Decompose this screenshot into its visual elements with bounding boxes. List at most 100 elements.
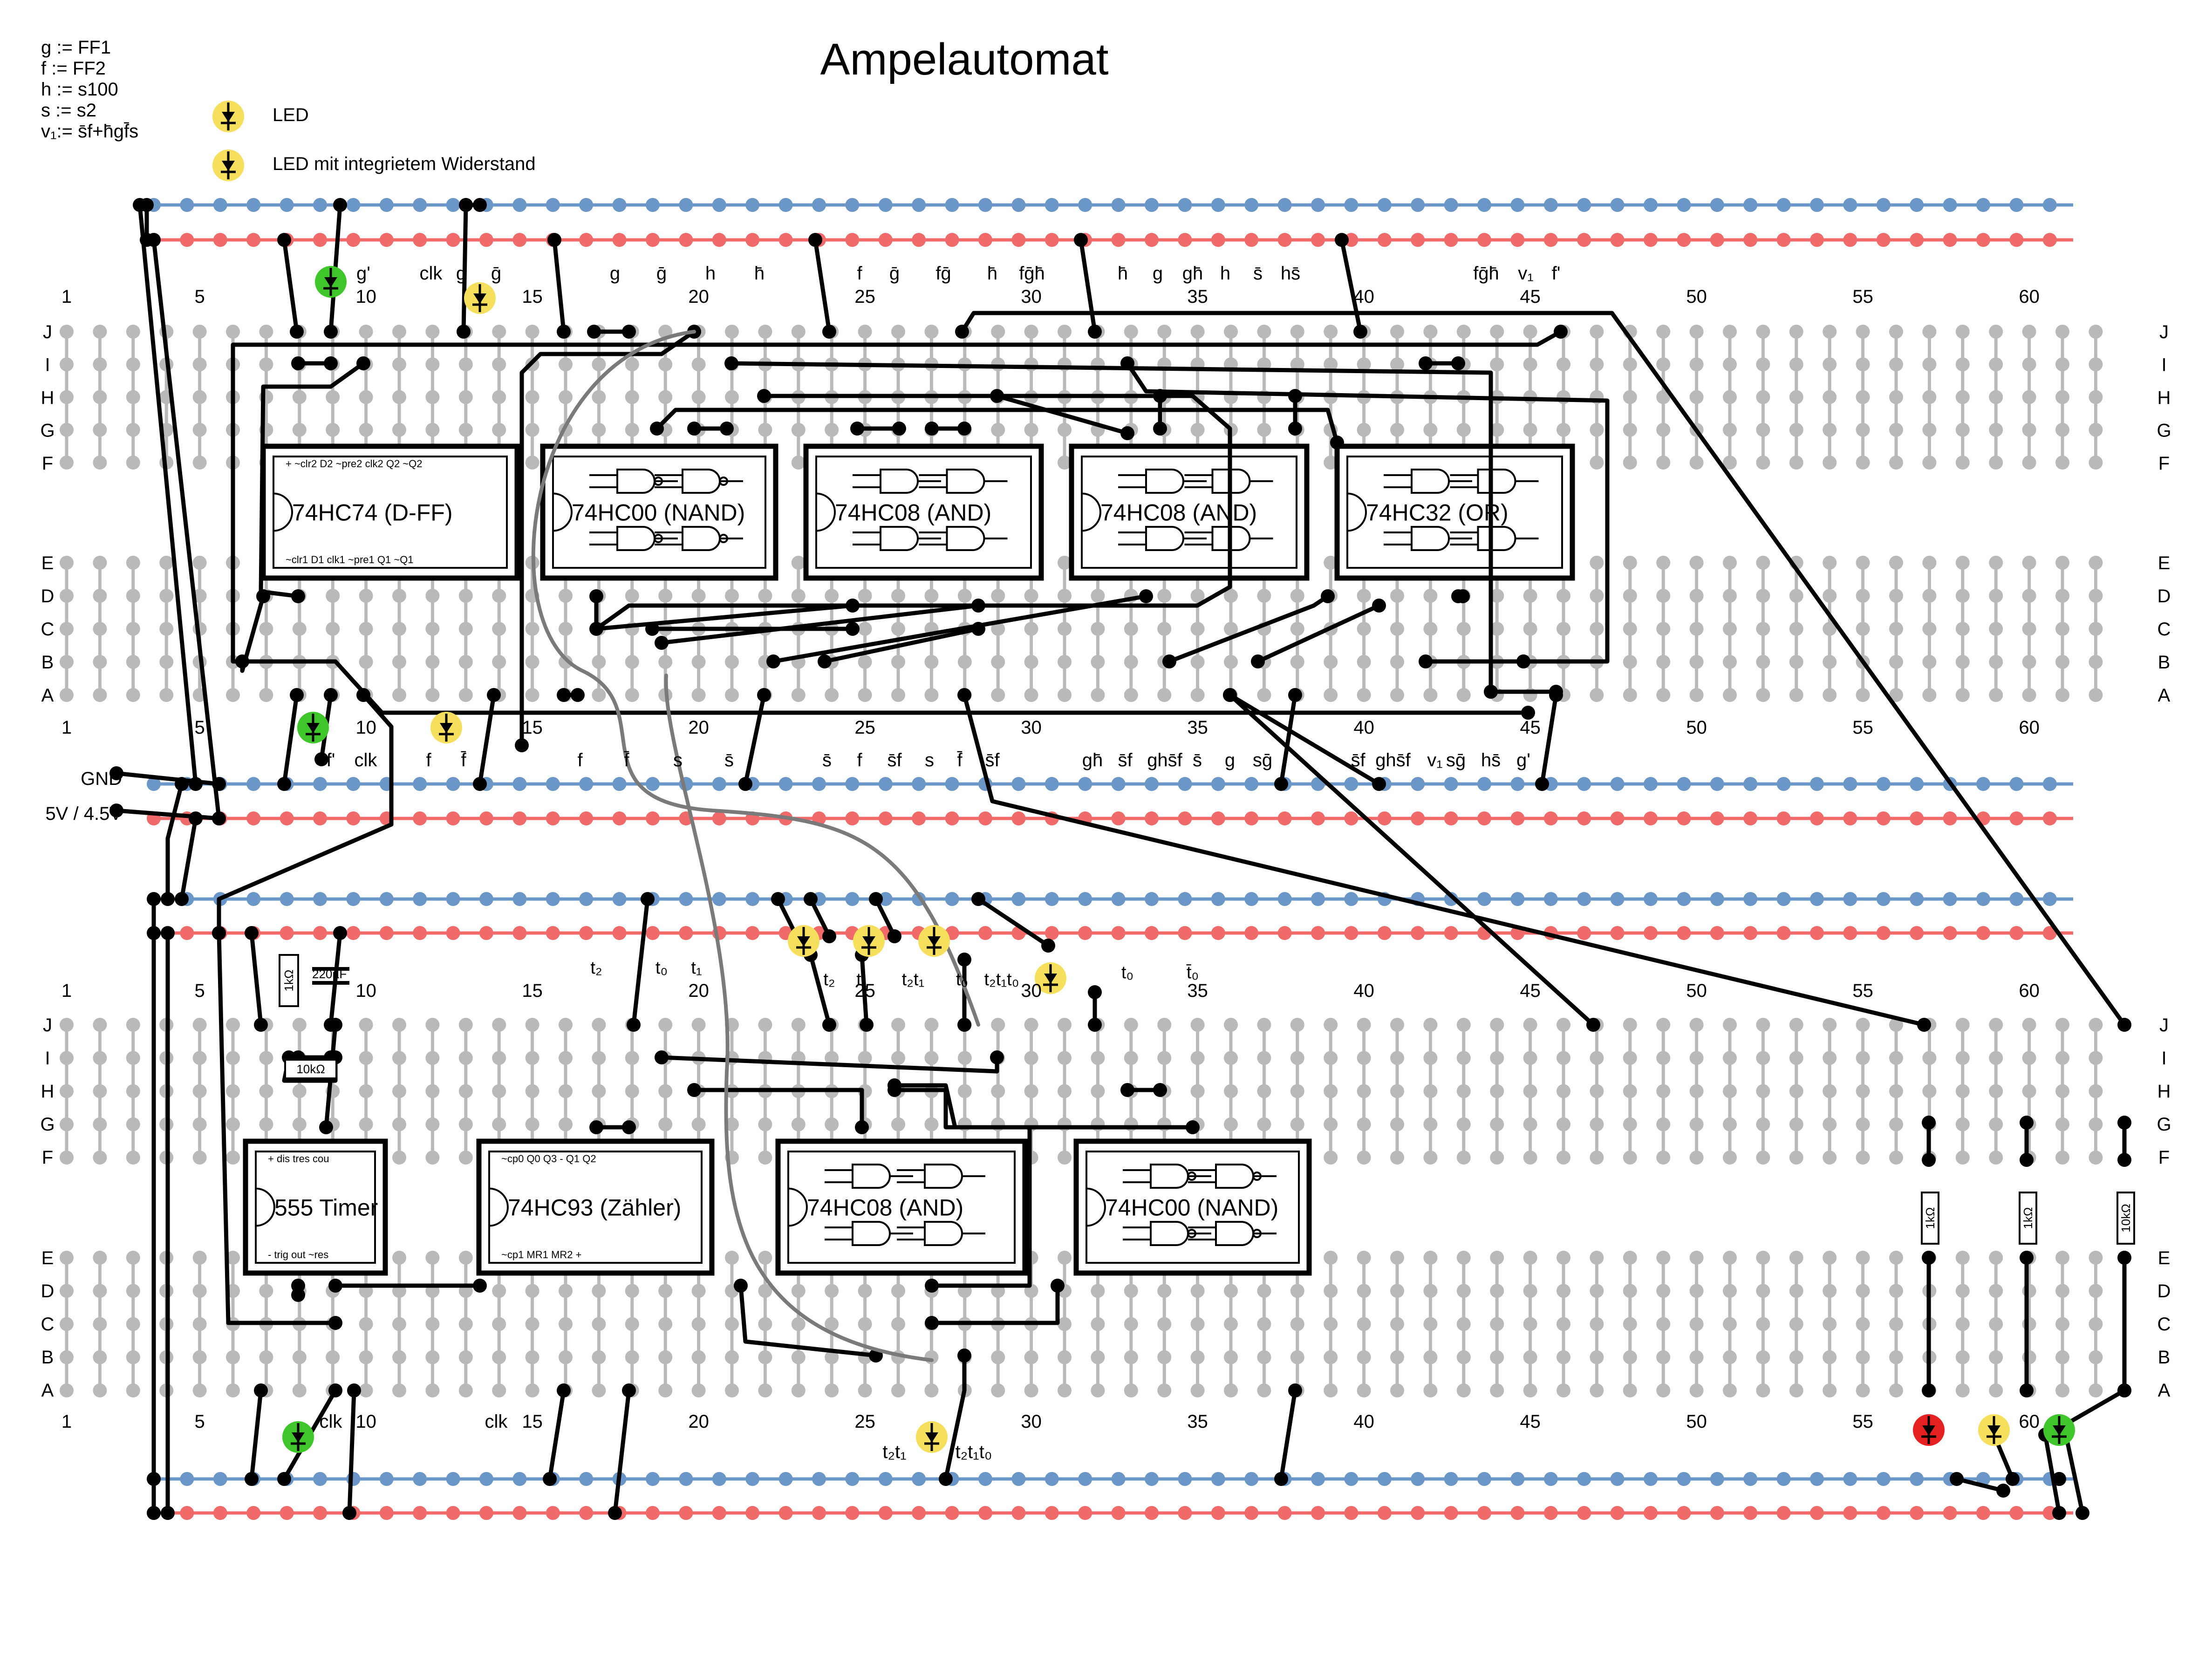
hole — [1257, 1117, 1271, 1131]
hole — [891, 589, 905, 603]
row-label: H — [2157, 388, 2171, 408]
hole — [1357, 1084, 1371, 1098]
signal-label: hs̄ — [1281, 263, 1300, 284]
rail-hole — [1577, 1506, 1591, 1520]
column-number: 5 — [194, 1411, 205, 1432]
row-label: B — [2158, 1347, 2171, 1368]
hole — [93, 325, 107, 339]
hole — [1955, 1317, 1970, 1331]
rail-hole — [246, 777, 261, 791]
signal-label: ḡ — [491, 263, 501, 284]
rail-hole — [1577, 1472, 1591, 1486]
hole — [1823, 1317, 1837, 1331]
hole — [425, 1084, 440, 1098]
wire-end — [161, 926, 175, 940]
rail-hole — [546, 926, 560, 940]
rail-hole — [878, 1506, 893, 1520]
wire — [929, 1283, 1060, 1325]
hole — [1789, 589, 1803, 603]
hole — [60, 622, 74, 636]
hole — [1224, 1317, 1238, 1331]
hole — [259, 622, 273, 636]
hole — [1357, 1317, 1371, 1331]
hole — [658, 390, 673, 404]
hole — [1058, 456, 1072, 470]
rail-hole — [1876, 198, 1891, 212]
hole — [1390, 1350, 1404, 1364]
wire-end — [457, 325, 471, 339]
hole — [1856, 390, 1870, 404]
hole — [60, 1383, 74, 1397]
rail-hole — [1577, 777, 1591, 791]
hole — [60, 1317, 74, 1331]
hole — [1922, 589, 1937, 603]
hole — [1124, 688, 1138, 702]
hole — [1557, 390, 1570, 404]
signal-label: t₁ — [856, 970, 867, 989]
rail-hole — [1178, 198, 1192, 212]
hole — [1324, 357, 1338, 372]
hole — [1324, 556, 1338, 570]
rail-hole — [213, 1472, 227, 1486]
hole — [525, 325, 539, 339]
hole — [292, 1117, 307, 1131]
rail-hole — [1444, 892, 1458, 906]
hole — [1756, 622, 1770, 636]
column-number: 40 — [1353, 717, 1374, 738]
hole — [1224, 589, 1238, 603]
hole — [924, 1383, 939, 1397]
rail-hole — [479, 926, 493, 940]
rail-hole — [1444, 777, 1458, 791]
column-number: 40 — [1353, 286, 1374, 307]
signal-label: f — [577, 750, 583, 770]
hole — [1058, 1251, 1072, 1265]
hole — [559, 1051, 573, 1065]
rail-hole — [1577, 233, 1591, 247]
hole — [1856, 1317, 1870, 1331]
signal-label: ghs̄f — [1147, 750, 1182, 770]
hole — [1723, 1018, 1737, 1032]
rail-hole — [1776, 926, 1791, 940]
hole — [1889, 390, 1903, 404]
rail-hole — [446, 1506, 460, 1520]
gnd-label: GND — [81, 769, 122, 789]
hole — [2089, 422, 2103, 437]
rail-hole — [180, 1472, 194, 1486]
row-label: F — [2158, 453, 2170, 474]
row-label: C — [2157, 1314, 2171, 1335]
hole — [1190, 422, 1205, 437]
hole — [625, 1317, 639, 1331]
hole — [1357, 1151, 1371, 1165]
hole — [1889, 1051, 1903, 1065]
hole — [1224, 1051, 1238, 1065]
rail-hole — [1311, 198, 1325, 212]
rail-hole — [1344, 811, 1359, 825]
hole — [525, 1317, 539, 1331]
resistor-label-r4: 1kΩ — [2021, 1207, 2035, 1229]
wire-end — [1372, 599, 1386, 613]
rail-hole — [1045, 926, 1059, 940]
rail-hole — [1543, 1472, 1558, 1486]
hole — [891, 1383, 905, 1397]
rail-hole — [479, 1506, 493, 1520]
rail-hole — [1377, 926, 1392, 940]
hole — [126, 1284, 140, 1298]
wire-end — [277, 777, 291, 791]
hole — [1423, 1018, 1438, 1032]
hole — [1224, 1284, 1238, 1298]
hole — [2089, 1051, 2103, 1065]
wire-end — [1922, 1116, 1936, 1130]
hole — [359, 1117, 373, 1131]
hole — [292, 622, 307, 636]
rail-hole — [712, 777, 726, 791]
rail-hole — [446, 198, 460, 212]
hole — [359, 325, 373, 339]
rail-hole — [1810, 198, 1824, 212]
hole — [392, 1117, 406, 1131]
hole — [226, 1051, 240, 1065]
hole — [1789, 1018, 1803, 1032]
ic-notch — [1086, 1187, 1106, 1227]
rail-hole — [1710, 892, 1724, 906]
hole — [1955, 456, 1970, 470]
chip-bottom-pins-timer: - trig out ~res — [268, 1249, 328, 1260]
